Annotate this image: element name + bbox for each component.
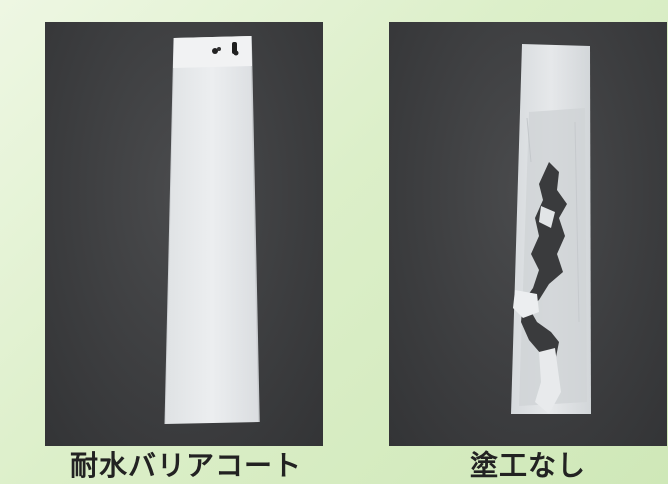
caption-uncoated: 塗工なし — [469, 449, 586, 482]
uncoated-paper-strip-illustration — [511, 44, 591, 414]
photo-coated-strip — [45, 22, 323, 446]
photo-uncoated-strip — [389, 22, 667, 446]
coated-paper-strip-illustration — [164, 35, 260, 425]
ink-mark — [212, 48, 218, 54]
paper-strip — [165, 36, 259, 424]
torn-hole — [521, 162, 567, 362]
caption-coated: 耐水バリアコート — [69, 449, 302, 482]
